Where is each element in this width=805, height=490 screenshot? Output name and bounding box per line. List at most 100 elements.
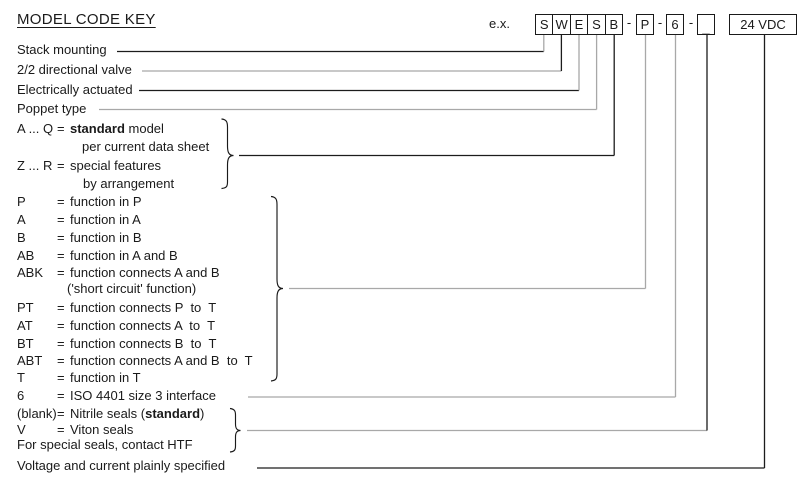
code-letter-cell: B: [604, 15, 622, 34]
key-row-standard-model: A ... Q= standard model: [17, 120, 164, 138]
code-separator-dash: -: [688, 15, 694, 30]
grouping-brace-3: [229, 407, 241, 453]
key-row-viton-seals: V = Viton seals: [17, 421, 133, 439]
key-row-special-seals-note: For special seals, contact HTF: [17, 436, 193, 454]
row-code: ABK: [17, 265, 44, 280]
code-letter-cell: S: [587, 15, 604, 34]
row-text: ISO 4401 size 3 interface: [70, 388, 216, 403]
row-text: Electrically actuated: [17, 82, 133, 97]
row-code: A: [17, 212, 26, 227]
row-code: AT: [17, 318, 33, 333]
key-row-voltage-note: Voltage and current plainly specified: [17, 457, 225, 475]
key-row-function-bt: BT = function connects B to T: [17, 335, 216, 353]
key-row-function-t: T = function in T: [17, 369, 141, 387]
row-text: function in P: [70, 194, 142, 209]
equals-sign: =: [57, 194, 65, 209]
row-text: standard: [70, 121, 125, 136]
key-row-function-b: B = function in B: [17, 229, 142, 247]
key-row-function-a: A=function in A: [17, 211, 141, 229]
row-text: Stack mounting: [17, 42, 107, 57]
row-text: Voltage and current plainly specified: [17, 458, 226, 473]
equals-sign: =: [57, 265, 65, 280]
row-text: ('short circuit' function): [67, 281, 197, 296]
grouping-brace-1: [221, 118, 234, 190]
row-text: function connects A and B to T: [70, 353, 253, 368]
row-text: function in B: [70, 230, 142, 245]
equals-sign: =: [57, 318, 65, 333]
equals-sign: =: [57, 422, 65, 437]
row-code: A ... Q: [17, 121, 54, 136]
equals-sign: =: [57, 121, 65, 136]
row-code: (blank): [17, 406, 57, 421]
row-code: AB: [17, 248, 35, 263]
row-text: per current data sheet: [82, 139, 210, 154]
key-row-poppet-type: Poppet type: [17, 100, 86, 118]
row-text: function in A and B: [70, 248, 178, 263]
function-code-box: P: [636, 14, 654, 35]
key-row-iso-interface: 6 = ISO 4401 size 3 interface: [17, 387, 216, 405]
key-row-function-abt: ABT = function connects A and B to T: [17, 352, 253, 370]
equals-sign: =: [57, 336, 65, 351]
voltage-box: 24 VDC: [729, 14, 797, 35]
row-text: 2/2 directional valve: [17, 62, 132, 77]
row-code: PT: [17, 300, 34, 315]
code-separator-dash: -: [657, 15, 663, 30]
row-text: function in A: [70, 212, 141, 227]
seal-code-underscore: _: [702, 20, 710, 35]
row-code: B: [17, 230, 26, 245]
key-row-function-abk-cont: ('short circuit' function): [67, 280, 196, 298]
equals-sign: =: [57, 353, 65, 368]
key-row-function-abk: ABK = function connects A and B: [17, 264, 220, 282]
code-separator-dash: -: [626, 15, 632, 30]
equals-sign: =: [57, 388, 65, 403]
row-code: P: [17, 194, 26, 209]
row-text: special features: [70, 158, 162, 173]
row-code: BT: [17, 336, 34, 351]
key-row-special-features: Z ... R = special features: [17, 157, 161, 175]
code-letter-cell: W: [552, 15, 569, 34]
key-row-nitrile-seals: (blank)= Nitrile seals (standard): [17, 405, 204, 423]
size-code-box: 6: [666, 14, 684, 35]
key-row-special-features-cont: by arrangement: [83, 175, 174, 193]
page-title: MODEL CODE KEY: [17, 11, 156, 28]
row-text: by arrangement: [83, 176, 175, 191]
equals-sign: =: [57, 406, 65, 421]
seal-code-box: _: [697, 14, 715, 35]
row-text: standard: [145, 406, 201, 421]
key-row-function-pt: PT = function connects P to T: [17, 299, 216, 317]
row-code: ABT: [17, 353, 43, 368]
row-text: function connects B to T: [70, 336, 217, 351]
row-code: Z ... R: [17, 158, 53, 173]
row-text: model: [124, 121, 164, 136]
row-text: For special seals, contact HTF: [17, 437, 193, 452]
row-text: function connects A and B: [70, 265, 220, 280]
row-code: T: [17, 370, 25, 385]
key-row-standard-model-cont: per current data sheet: [82, 138, 209, 156]
key-row-directional-valve: 2/2 directional valve: [17, 61, 132, 79]
code-letter-cell: E: [569, 15, 587, 34]
row-text: function in T: [70, 370, 141, 385]
equals-sign: =: [57, 230, 65, 245]
key-row-function-at: AT = function connects A to T: [17, 317, 215, 335]
equals-sign: =: [57, 300, 65, 315]
row-text: Nitrile seals (: [70, 406, 146, 421]
key-row-function-p: P = function in P: [17, 193, 142, 211]
key-row-function-ab: AB = function in A and B: [17, 247, 178, 265]
row-code: V: [17, 422, 26, 437]
grouping-brace-2: [270, 195, 284, 382]
row-text: ): [200, 406, 205, 421]
code-letter-cell: S: [539, 17, 549, 32]
equals-sign: =: [57, 248, 65, 263]
row-code: 6: [17, 388, 25, 403]
example-label: e.x.: [489, 16, 510, 31]
row-text: Viton seals: [70, 422, 134, 437]
row-text: Poppet type: [17, 101, 87, 116]
equals-sign: =: [57, 370, 65, 385]
key-row-electrically-actuated: Electrically actuated: [17, 81, 133, 99]
row-text: function connects P to T: [70, 300, 217, 315]
key-row-stack-mounting: Stack mounting: [17, 41, 107, 59]
row-text: function connects A to T: [70, 318, 216, 333]
equals-sign: =: [57, 158, 65, 173]
